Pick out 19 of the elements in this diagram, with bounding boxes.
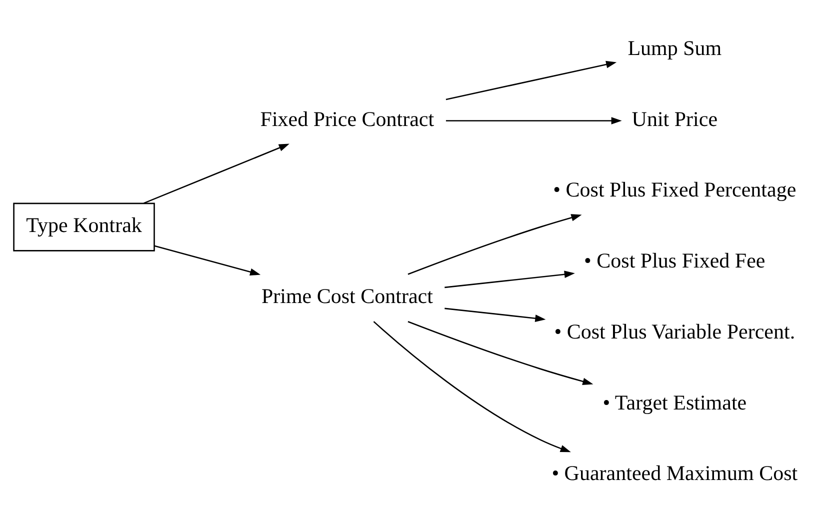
node-text: • Cost Plus Variable Percent. <box>554 319 796 344</box>
arrow <box>446 117 622 124</box>
node-text: Fixed Price Contract <box>260 106 434 131</box>
node-text: • Target Estimate <box>602 390 747 414</box>
node-text: Prime Cost Contract <box>261 284 433 308</box>
arrow <box>408 320 594 386</box>
arrow <box>408 214 582 275</box>
arrow <box>154 245 261 276</box>
node-text: Unit Price <box>632 106 718 131</box>
arrow <box>446 60 617 100</box>
node-text: • Cost Plus Fixed Percentage <box>553 178 796 202</box>
arrow <box>144 144 290 204</box>
arrow <box>444 308 546 322</box>
node-text: Lump Sum <box>628 36 722 60</box>
node-text: • Guaranteed Maximum Cost <box>552 461 798 486</box>
arrow <box>373 321 571 452</box>
node-box: Type Kontrak <box>13 202 155 252</box>
node-text: • Cost Plus Fixed Fee <box>584 248 766 272</box>
arrow <box>444 270 575 288</box>
